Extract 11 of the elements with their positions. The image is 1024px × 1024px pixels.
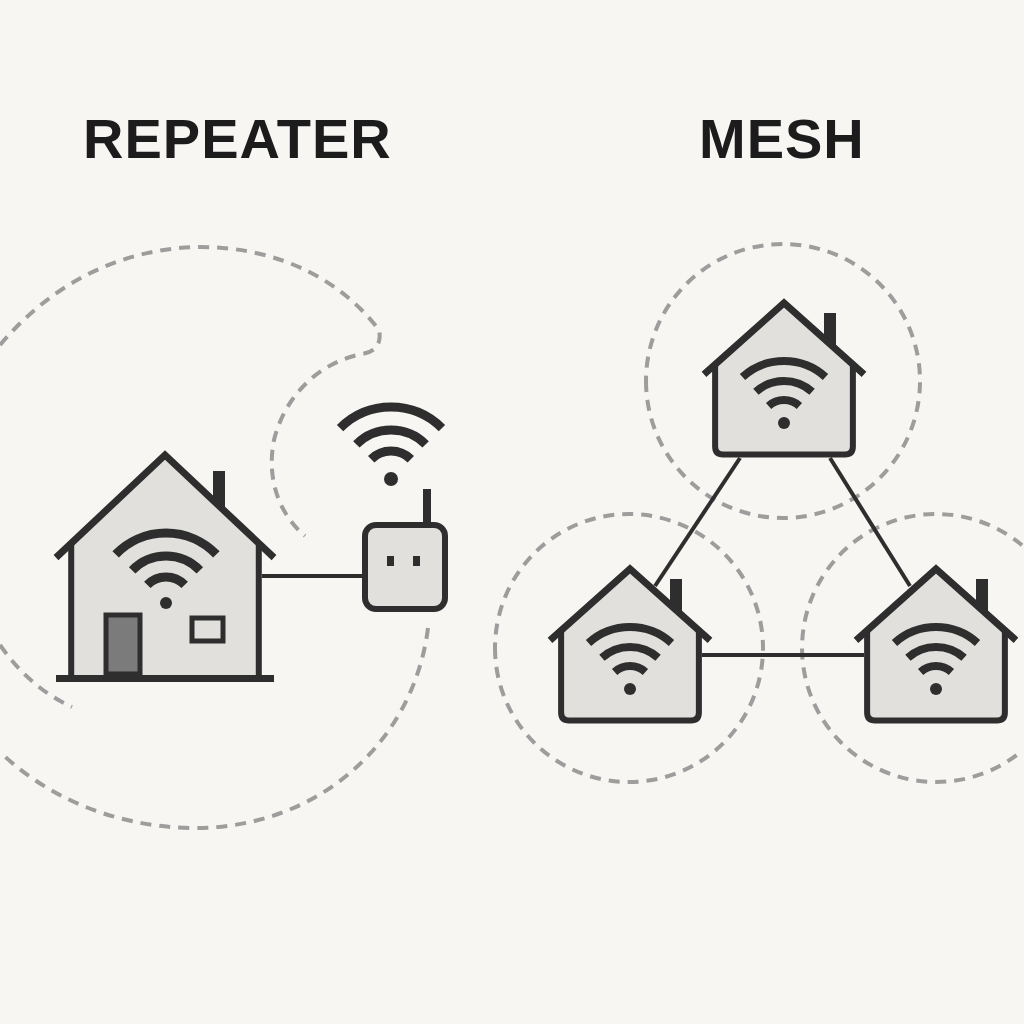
wifi-repeater-device	[360, 488, 450, 614]
connection-line	[653, 456, 742, 588]
house-illustration	[852, 563, 1020, 724]
section-heading: MESH	[699, 111, 865, 167]
section-heading: REPEATER	[83, 111, 392, 167]
house-illustration	[700, 297, 868, 458]
connection-line	[828, 456, 912, 588]
connection-line	[262, 574, 362, 578]
connection-line	[702, 653, 864, 657]
house-illustration	[546, 563, 714, 724]
house-illustration	[52, 449, 278, 682]
